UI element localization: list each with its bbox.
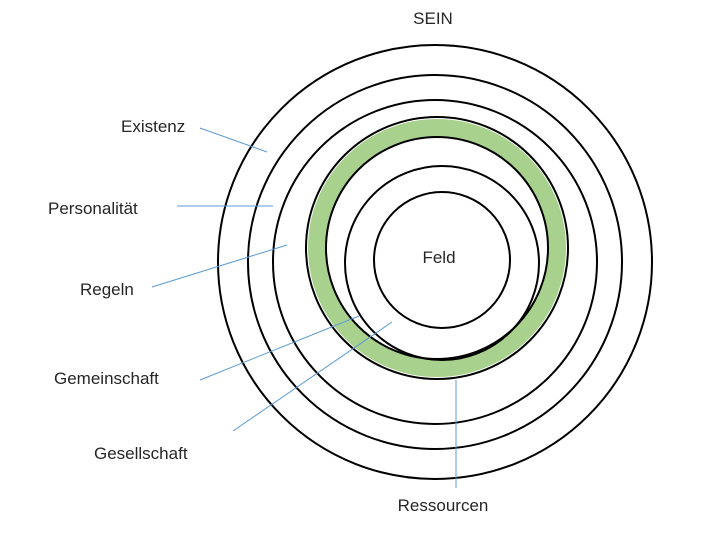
ring-existenz [217,44,653,480]
leader-regeln [151,244,288,288]
ring-regeln [272,99,598,425]
label-ressourcen: Ressourcen [398,496,489,515]
leader-gesellschaft [232,321,393,432]
ring-ressourcen-highlight [308,119,566,377]
leader-existenz [199,127,268,153]
ring-personalitaet [247,74,623,450]
ring-feld [373,191,511,329]
leader-gemeinschaft [199,315,360,381]
label-gemeinschaft: Gemeinschaft [54,369,159,388]
label-existenz: Existenz [121,117,185,136]
label-gesellschaft: Gesellschaft [94,444,188,463]
ring-gemeinschaft [344,165,540,361]
center-label-feld: Feld [422,248,455,267]
label-personalitaet: Personalität [48,199,138,218]
label-regeln: Regeln [80,280,134,299]
ring-ressourcen-outer [305,116,569,380]
title-sein: SEIN [413,9,453,28]
